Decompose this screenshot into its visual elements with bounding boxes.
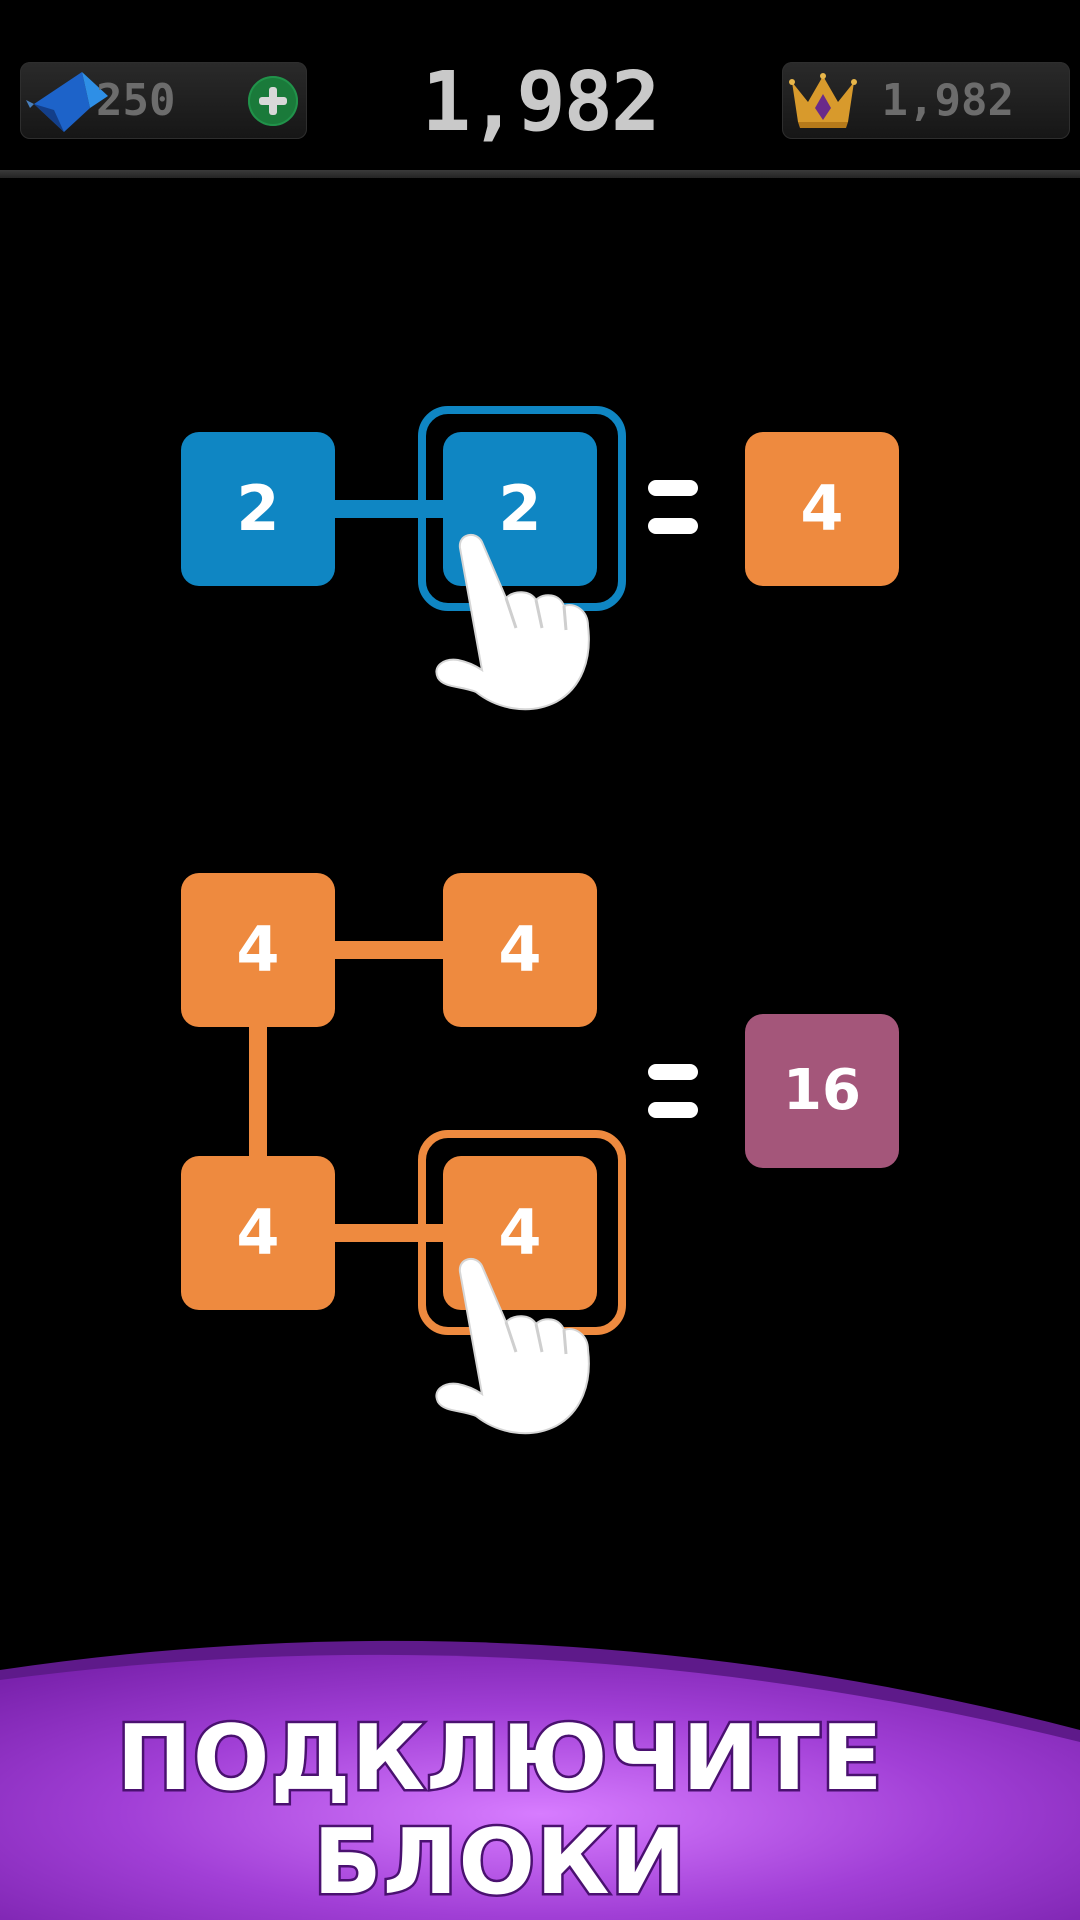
result-tile-16: 16: [745, 1014, 899, 1168]
tile-4: 4: [181, 873, 335, 1027]
crown-icon: [789, 73, 857, 128]
gem-icon: [26, 72, 108, 132]
tile-4: 4: [181, 1156, 335, 1310]
add-gems-button[interactable]: [248, 76, 298, 126]
gems-value: 250: [96, 75, 176, 126]
instruction-banner: ПОДКЛЮЧИТЕ БЛОКИ: [0, 1620, 1080, 1920]
gems-counter: 250: [20, 62, 307, 139]
tile-4-selected: 4: [443, 1156, 597, 1310]
tile-2: 2: [181, 432, 335, 586]
result-tile-4: 4: [745, 432, 899, 586]
banner-title-line-1: ПОДКЛЮЧИТЕ: [114, 1704, 885, 1814]
header-divider: [0, 170, 1080, 178]
equals-sign: [648, 480, 698, 536]
link-line: [249, 1020, 267, 1170]
banner-title-line-2: БЛОКИ: [311, 1808, 689, 1918]
link-line: [330, 941, 450, 959]
banner-background: [0, 1640, 1080, 1920]
pointing-hand-icon: [435, 1257, 590, 1435]
best-score-value: 1,982: [881, 75, 1014, 126]
tile-4: 4: [443, 873, 597, 1027]
current-score: 1,982: [421, 55, 661, 150]
plus-icon: [259, 87, 287, 115]
best-score-counter: 1,982: [782, 62, 1070, 139]
tile-2-selected: 2: [443, 432, 597, 586]
equals-sign: [648, 1064, 698, 1120]
pointing-hand-icon: [435, 533, 590, 711]
